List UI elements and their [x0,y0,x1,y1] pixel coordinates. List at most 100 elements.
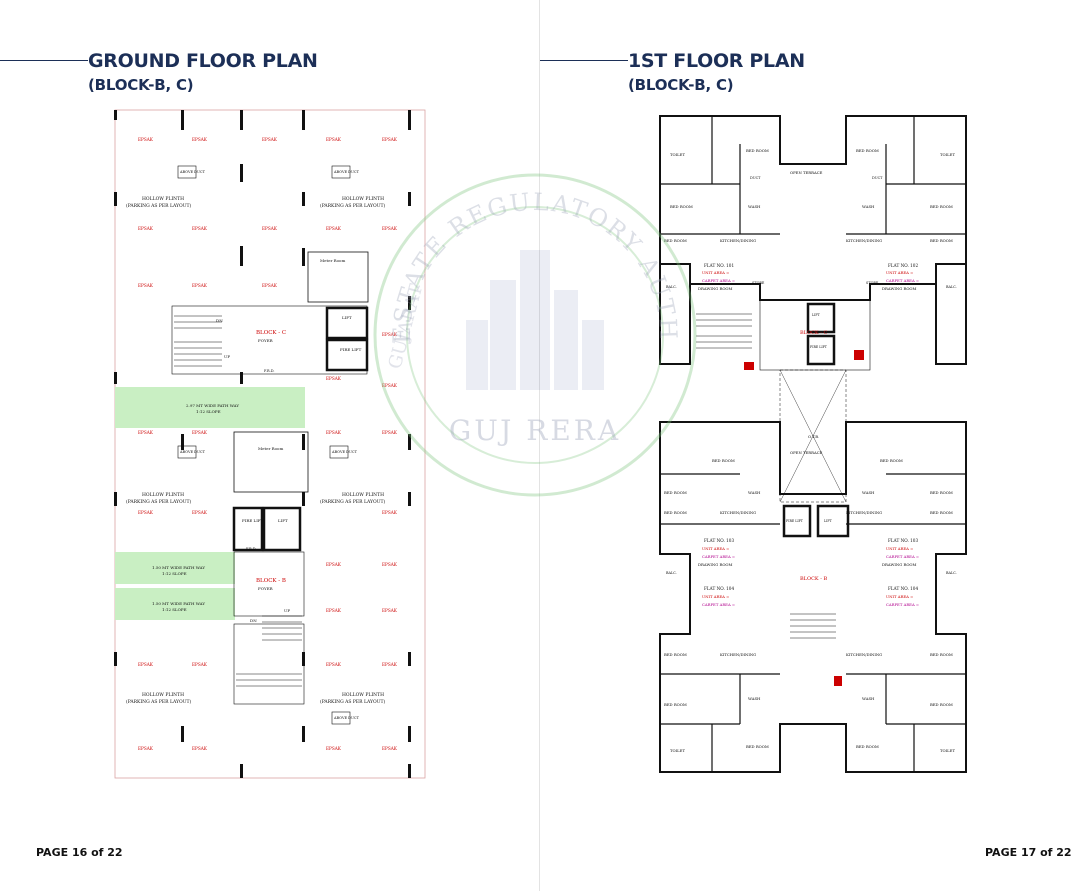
page-number: PAGE 17 of 22 [985,846,1072,859]
svg-text:BED ROOM: BED ROOM [930,510,953,515]
svg-text:BALC.: BALC. [666,285,677,289]
svg-text:STORE: STORE [752,281,765,285]
heading-rule [540,60,628,61]
svg-text:EPSAK: EPSAK [382,562,398,567]
page-subtitle: (BLOCK-B, C) [88,76,194,94]
svg-text:FLAT NO. 104: FLAT NO. 104 [888,586,918,591]
svg-text:CARPET AREA =: CARPET AREA = [702,554,735,559]
svg-text:KITCHEN/DINING: KITCHEN/DINING [720,652,756,657]
svg-text:FIRE LIFT: FIRE LIFT [340,347,362,352]
svg-text:EPSAK: EPSAK [382,608,398,613]
page-title: 1ST FLOOR PLAN [628,50,805,72]
svg-text:EPSAK: EPSAK [192,510,208,515]
svg-text:KITCHEN/DINING: KITCHEN/DINING [846,510,882,515]
svg-text:BED ROOM: BED ROOM [712,458,735,463]
svg-text:BED ROOM: BED ROOM [856,148,879,153]
svg-text:EPSAK: EPSAK [382,137,398,142]
svg-text:DRAWING ROOM: DRAWING ROOM [882,286,917,291]
svg-text:FOYER: FOYER [258,586,274,591]
svg-text:EPSAK: EPSAK [382,430,398,435]
svg-text:OPEN TERRACE: OPEN TERRACE [790,450,823,455]
svg-text:BED ROOM: BED ROOM [746,148,769,153]
svg-text:STORE: STORE [866,281,879,285]
svg-text:BED ROOM: BED ROOM [670,204,693,209]
svg-text:BLOCK - C: BLOCK - C [800,330,828,336]
svg-text:EPSAK: EPSAK [192,283,208,288]
svg-text:UNIT AREA =: UNIT AREA = [702,594,729,599]
svg-text:1.50 MT WIDE PATH WAY: 1.50 MT WIDE PATH WAY [152,565,205,570]
svg-text:LIFT: LIFT [812,313,821,317]
svg-text:EPSAK: EPSAK [192,746,208,751]
svg-text:EPSAK: EPSAK [262,137,278,142]
block-b-core [232,431,309,705]
svg-text:DN: DN [216,318,223,323]
svg-text:WASH: WASH [748,490,761,495]
svg-text:CARPET AREA =: CARPET AREA = [886,602,919,607]
svg-text:CARPET AREA =: CARPET AREA = [886,554,919,559]
svg-text:UP: UP [224,354,230,359]
page-16: GROUND FLOOR PLAN (BLOCK-B, C) [0,50,426,859]
svg-text:DRAWING ROOM: DRAWING ROOM [698,562,733,567]
svg-text:HOLLOW PLINTH: HOLLOW PLINTH [142,492,184,498]
svg-text:KITCHEN/DINING: KITCHEN/DINING [720,238,756,243]
pathway-2 [115,588,235,620]
svg-text:UP: UP [284,608,290,613]
svg-text:BALC.: BALC. [946,285,957,289]
svg-text:BED ROOM: BED ROOM [664,238,687,243]
svg-text:DRAWING ROOM: DRAWING ROOM [698,286,733,291]
svg-text:ABOVE DUCT: ABOVE DUCT [333,716,360,720]
svg-text:FOYER: FOYER [258,338,274,343]
svg-text:CARPET AREA =: CARPET AREA = [702,278,735,283]
svg-text:BED ROOM: BED ROOM [880,458,903,463]
svg-text:FLAT NO. 102: FLAT NO. 102 [888,263,918,268]
svg-text:EPSAK: EPSAK [326,562,342,567]
svg-text:BALC.: BALC. [666,571,677,575]
svg-text:BED ROOM: BED ROOM [930,490,953,495]
svg-text:UNIT AREA =: UNIT AREA = [886,546,913,551]
svg-text:BED ROOM: BED ROOM [664,702,687,707]
svg-text:CARPET AREA =: CARPET AREA = [702,602,735,607]
svg-text:EPSAK: EPSAK [326,137,342,142]
svg-text:WASH: WASH [862,204,875,209]
svg-text:F.R.D.: F.R.D. [264,369,275,373]
svg-text:EPSAK: EPSAK [326,430,342,435]
svg-text:LIFT: LIFT [278,518,288,523]
svg-text:ABOVE DUCT: ABOVE DUCT [179,450,206,454]
svg-text:EPSAK: EPSAK [192,430,208,435]
svg-text:HOLLOW PLINTH: HOLLOW PLINTH [342,196,384,202]
svg-text:KITCHEN/DINING: KITCHEN/DINING [846,238,882,243]
svg-text:EPSAK: EPSAK [326,608,342,613]
svg-text:TOILET: TOILET [940,152,955,157]
svg-text:FLAT NO. 101: FLAT NO. 101 [704,263,734,268]
svg-text:EPSAK: EPSAK [138,137,154,142]
svg-text:HOLLOW PLINTH: HOLLOW PLINTH [342,492,384,498]
svg-text:EPSAK: EPSAK [326,226,342,231]
svg-text:DN: DN [250,618,257,623]
svg-text:FIRE LIFT: FIRE LIFT [242,518,264,523]
heading-rule [0,60,88,61]
svg-text:UNIT AREA =: UNIT AREA = [886,270,913,275]
svg-text:HOLLOW PLINTH: HOLLOW PLINTH [142,196,184,202]
page-subtitle: (BLOCK-B, C) [628,76,734,94]
svg-text:FLAT NO. 103: FLAT NO. 103 [888,538,918,543]
svg-text:DUCT: DUCT [872,176,883,180]
svg-text:EPSAK: EPSAK [326,662,342,667]
svg-text:WASH: WASH [748,696,761,701]
svg-text:BED ROOM: BED ROOM [664,652,687,657]
svg-text:EPSAK: EPSAK [138,662,154,667]
svg-text:BED ROOM: BED ROOM [664,490,687,495]
page-fold [539,0,540,891]
svg-text:EPSAK: EPSAK [192,226,208,231]
svg-text:UNIT AREA =: UNIT AREA = [702,270,729,275]
svg-text:TOILET: TOILET [940,748,955,753]
svg-text:BED ROOM: BED ROOM [930,652,953,657]
svg-text:FLAT NO. 103: FLAT NO. 103 [704,538,734,543]
svg-text:UNIT AREA =: UNIT AREA = [702,546,729,551]
svg-text:TOILET: TOILET [670,152,685,157]
svg-text:O.T.B.: O.T.B. [808,434,819,439]
svg-text:BALC.: BALC. [946,571,957,575]
svg-text:ABOVE DUCT: ABOVE DUCT [333,170,360,174]
svg-text:BLOCK - C: BLOCK - C [256,330,286,336]
svg-text:EPSAK: EPSAK [138,226,154,231]
page-number: PAGE 16 of 22 [36,846,123,859]
